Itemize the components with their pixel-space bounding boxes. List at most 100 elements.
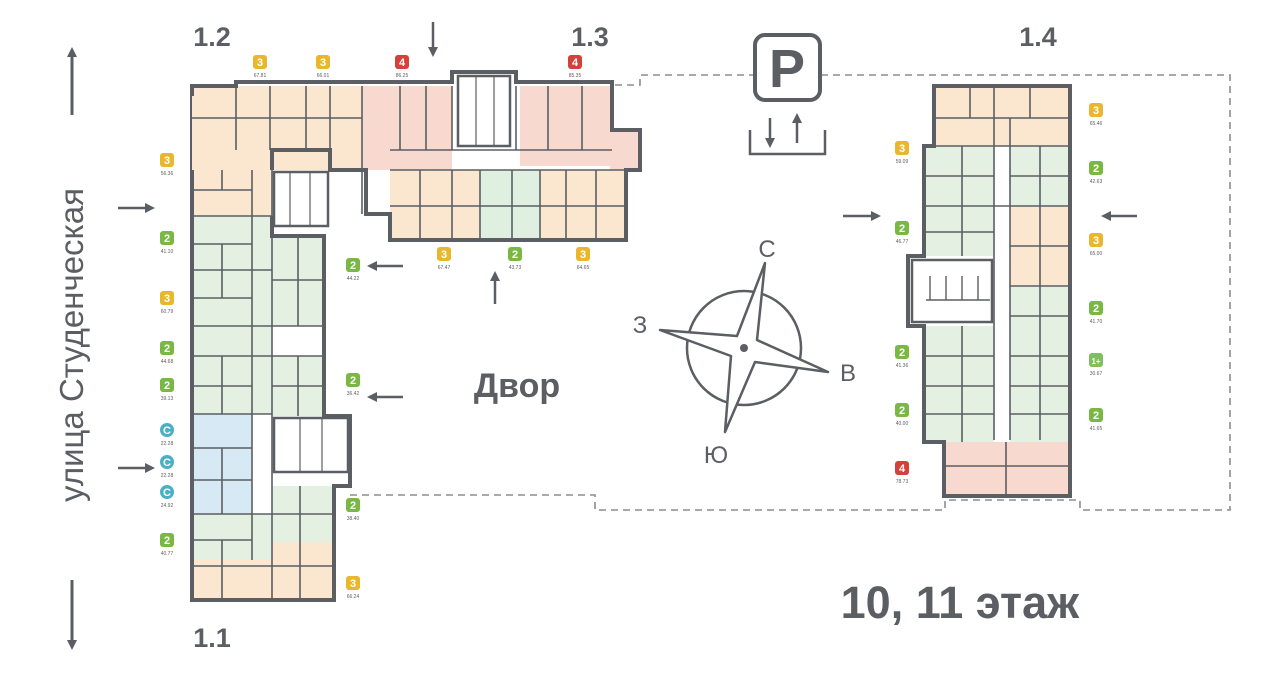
apartment-badge: 242.63: [1089, 161, 1103, 185]
building-1-4: [906, 84, 1072, 498]
apartment-area: 41.65: [1090, 426, 1103, 432]
apartment-badge: 241.10: [160, 231, 174, 255]
apartment-rooms: 4: [572, 57, 579, 69]
apartment-area: 65.00: [1090, 251, 1103, 257]
apartment-badge-shape: [1089, 408, 1103, 422]
apartment-rooms: 2: [512, 249, 518, 261]
apartment-badge-shape: [895, 141, 909, 155]
apartment-badge: 360.79: [160, 291, 174, 315]
apartment-badge: 365.46: [1089, 103, 1103, 127]
apartment-badge-shape: [160, 291, 174, 305]
apartment-badge: 239.13: [160, 378, 174, 402]
apartment-rooms: С: [163, 487, 171, 499]
apartment-area: 67.47: [438, 265, 451, 271]
apartment-area: 67.81: [254, 73, 267, 79]
courtyard-label: Двор: [474, 367, 560, 405]
apartment-badge: 367.81: [253, 55, 267, 79]
apartment-badge-shape: [576, 247, 590, 261]
parking-symbol: P: [769, 39, 805, 99]
apartment-rooms: 3: [164, 155, 170, 167]
apartment-area: 66.24: [347, 594, 360, 600]
apartment-badge: 486.25: [395, 55, 409, 79]
apartment-rooms: С: [163, 457, 171, 469]
apartment-badge-shape: [160, 378, 174, 392]
apartment-rooms: 2: [350, 500, 356, 512]
apartment-rooms: 3: [441, 249, 447, 261]
apartment-rooms: 2: [1093, 163, 1099, 175]
apartment-badge-shape: [316, 55, 330, 69]
apartment-area: 40.00: [896, 421, 909, 427]
compass-north: С: [758, 236, 775, 263]
apartment-area: 59.09: [896, 159, 909, 165]
apartment-badge: 244.22: [346, 258, 360, 282]
apartment-badge: 356.36: [160, 153, 174, 177]
apartment-badge: 359.09: [895, 141, 909, 165]
apartment-badge-shape: [437, 247, 451, 261]
apartment-badge: 240.77: [160, 533, 174, 557]
parking-boundary: [350, 74, 1231, 511]
apartment-area: 64.65: [577, 265, 590, 271]
apartment-badge: 1+30.67: [1089, 353, 1103, 377]
apartment-area: 44.22: [347, 276, 360, 282]
apartment-badge-shape: [346, 258, 360, 272]
apartment-area: 40.77: [161, 551, 174, 557]
apartment-badge: 485.35: [568, 55, 582, 79]
apartment-area: 41.36: [896, 363, 909, 369]
apartment-badge-shape: [160, 455, 174, 469]
apartment-badge-shape: [346, 576, 360, 590]
apartment-badge: 236.42: [346, 373, 360, 397]
apartment-badge-shape: [160, 341, 174, 355]
entrance-arrows: [118, 22, 1137, 473]
apartment-rooms: 2: [899, 405, 905, 417]
apartment-badge: 240.00: [895, 403, 909, 427]
apartment-badge-shape: [1089, 353, 1103, 367]
apartment-badge-shape: [346, 373, 360, 387]
section-label-1-1: 1.1: [193, 623, 231, 653]
apartment-area: 43.73: [509, 265, 522, 271]
apartment-area: 85.35: [569, 73, 582, 79]
apartment-area: 22.28: [161, 473, 174, 479]
apartment-area: 41.70: [1090, 319, 1103, 325]
apartment-badges: 367.81366.01486.25485.35356.36241.10360.…: [160, 55, 1103, 600]
apartment-area: 42.63: [1090, 179, 1103, 185]
apartment-rooms: 2: [1093, 410, 1099, 422]
apartment-badge: 366.01: [316, 55, 330, 79]
apartment-badge-shape: [568, 55, 582, 69]
street-label-group: улица Студенческая: [53, 47, 90, 650]
apartment-badge-shape: [160, 423, 174, 437]
apartment-badge-shape: [395, 55, 409, 69]
apartment-badge-shape: [895, 221, 909, 235]
apartment-rooms: 4: [399, 57, 406, 69]
apartment-badge: 364.65: [576, 247, 590, 271]
apartment-badge-shape: [508, 247, 522, 261]
apartment-rooms: 3: [350, 578, 356, 590]
street-label: улица Студенческая: [53, 188, 90, 502]
apartment-area: 60.79: [161, 309, 174, 315]
apartment-badge-shape: [1089, 301, 1103, 315]
apartment-rooms: 3: [257, 57, 263, 69]
apartment-badge-shape: [346, 498, 360, 512]
building-1-1-1-2: [190, 96, 352, 602]
section-labels: 1.2 1.3 1.4 1.1: [193, 22, 1057, 653]
apartment-rooms: 1+: [1091, 357, 1100, 366]
apartment-badge-shape: [895, 345, 909, 359]
apartment-rooms: 3: [164, 293, 170, 305]
apartment-badge: 244.68: [160, 341, 174, 365]
parking-entry-bracket: [748, 130, 827, 156]
apartment-rooms: 3: [899, 143, 905, 155]
apartment-badge-shape: [1089, 161, 1103, 175]
compass-west: З: [633, 312, 648, 339]
compass-east: В: [840, 360, 856, 387]
apartment-badge: С 22.28: [160, 455, 174, 479]
apartment-badge: 367.47: [437, 247, 451, 271]
parking-icon: [753, 33, 822, 102]
apartment-rooms: 2: [350, 375, 356, 387]
apartment-badge-shape: [160, 153, 174, 167]
section-label-1-3: 1.3: [571, 22, 609, 52]
apartment-badge: С22.28: [160, 423, 174, 447]
apartment-area: 39.13: [161, 396, 174, 402]
apartment-area: 46.77: [896, 239, 909, 245]
apartment-badge: 241.36: [895, 345, 909, 369]
apartment-rooms: 2: [899, 347, 905, 359]
apartment-badge: 478.73: [895, 461, 909, 485]
